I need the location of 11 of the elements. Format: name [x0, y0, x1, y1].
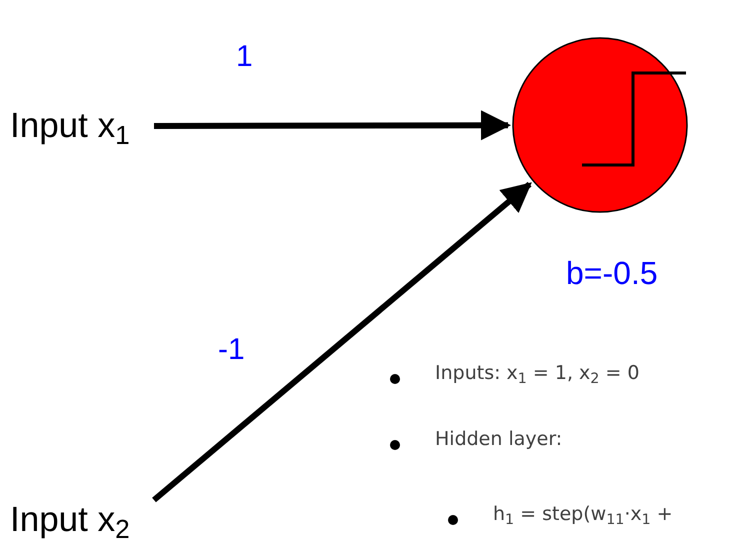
bullet-text: Inputs: x$_{1}$ = 1, x$_{2}$ = 0	[435, 362, 640, 386]
arrow	[154, 110, 511, 140]
bullet-text: Hidden layer:	[435, 428, 562, 452]
input-label: Input x$_{2}$	[10, 494, 150, 546]
edge-label: 1	[236, 42, 253, 72]
bias-label: b=-0.5	[566, 257, 658, 289]
neuron-circle	[512, 37, 688, 213]
input-label: Input x$_{1}$	[10, 104, 150, 148]
edge-label: -1	[218, 335, 245, 365]
arrow	[152, 182, 532, 502]
bullet-text: h$_{1}$ = step(w$_{11}$·x$_{1}$ +	[493, 503, 673, 527]
